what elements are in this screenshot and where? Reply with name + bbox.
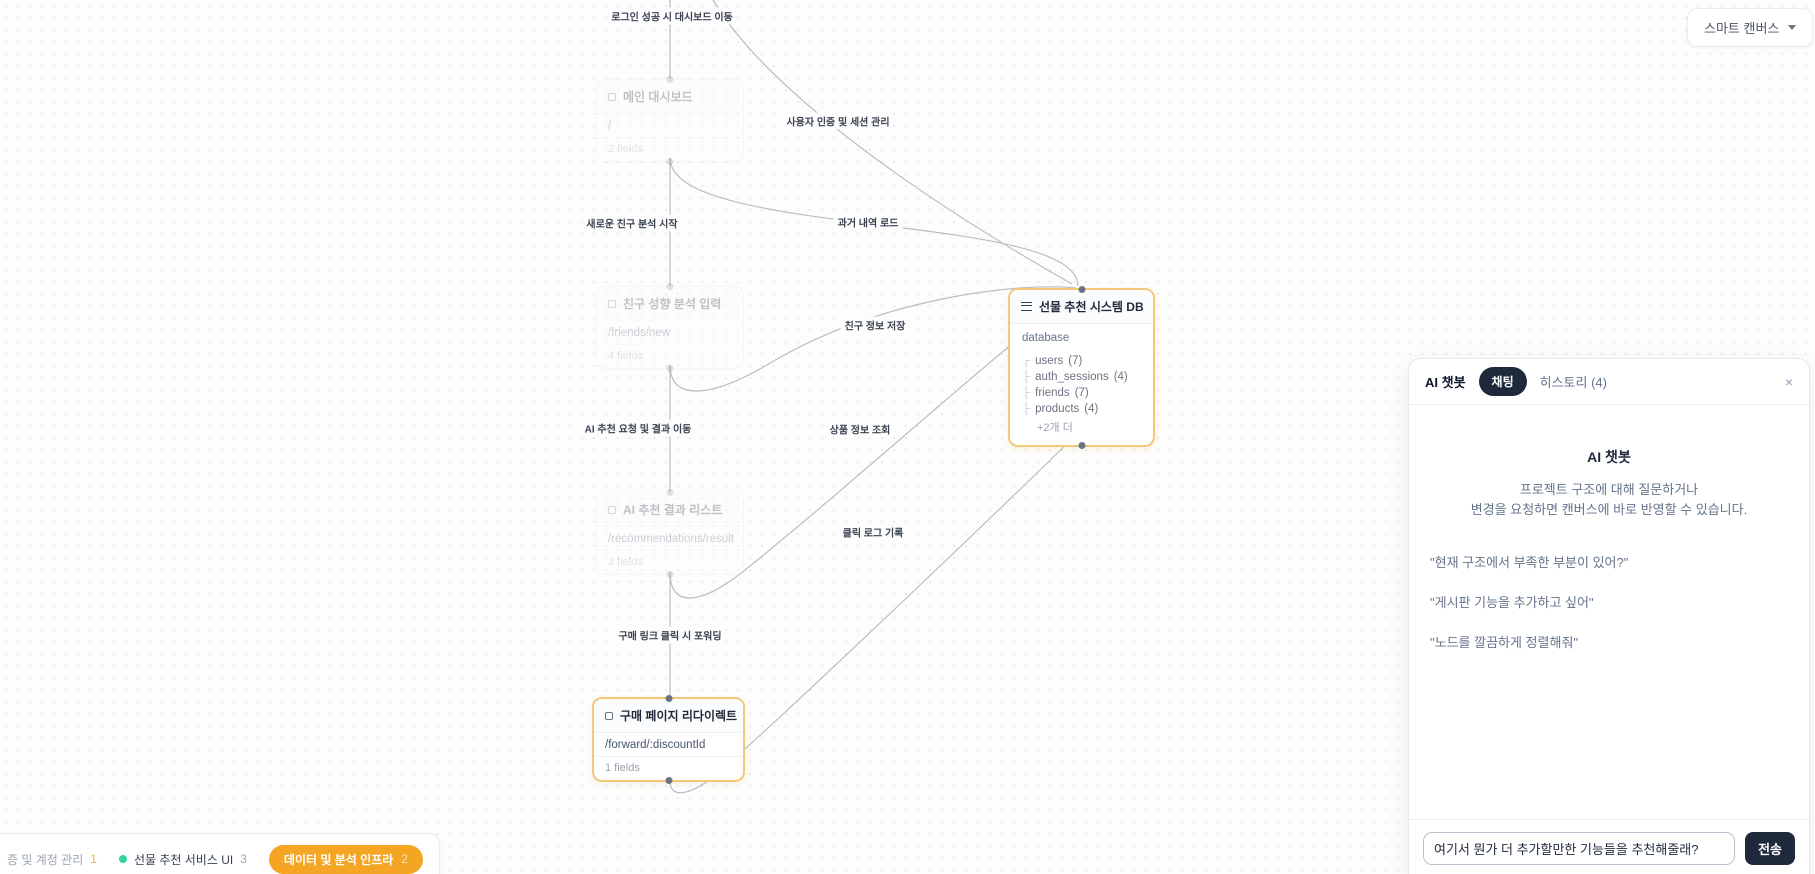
node-purchase-redirect[interactable]: 구매 페이지 리다이렉트 /forward/:discountId 1 fiel…: [592, 695, 745, 784]
chat-panel-title: AI 챗봇: [1425, 375, 1466, 390]
chat-empty-state: AI 챗봇 프로젝트 구조에 대해 질문하거나 변경을 요청하면 캔버스에 바로…: [1409, 405, 1809, 819]
node-path: /: [597, 114, 743, 138]
group-count: 1: [90, 852, 97, 866]
tree-branch-icon: ├: [1022, 403, 1031, 415]
edge-label-product-lookup: 상품 정보 조회: [825, 420, 895, 438]
node-main-dashboard[interactable]: 메인 대시보드 / 2 fields: [596, 76, 744, 165]
node-title: AI 추천 결과 리스트: [623, 503, 723, 517]
db-table-row: ├ products (4): [1022, 401, 1141, 417]
node-fields: 3 fields: [608, 556, 643, 568]
ai-chat-panel: AI 챗봇 채팅 히스토리 (4) × AI 챗봇 프로젝트 구조에 대해 질문…: [1408, 358, 1810, 874]
node-title: 메인 대시보드: [623, 90, 693, 104]
tree-branch-icon: ├: [1022, 387, 1031, 399]
db-table-row: ├ friends (7): [1022, 385, 1141, 401]
tree-branch-icon: ┌: [1022, 355, 1031, 367]
chat-message-input[interactable]: [1423, 832, 1736, 865]
database-menu-icon: [1021, 302, 1032, 311]
db-table-name: products: [1035, 403, 1080, 415]
db-type-label: database: [1022, 332, 1070, 344]
group-chip-data-infra-selected[interactable]: 데이터 및 분석 인프라 2: [268, 844, 423, 874]
db-table-name: users: [1035, 355, 1064, 367]
edge-label-save-friend-info: 친구 정보 저장: [840, 316, 910, 334]
node-handle-bottom[interactable]: [666, 158, 674, 165]
db-more-tables[interactable]: +2개 더: [1037, 422, 1073, 434]
node-handle-top[interactable]: [666, 283, 674, 290]
group-label: 선물 추천 서비스 UI: [133, 852, 234, 867]
node-handle-bottom[interactable]: [666, 571, 674, 578]
group-count: 2: [401, 852, 408, 866]
chat-panel-header: AI 챗봇 채팅 히스토리 (4) ×: [1409, 359, 1809, 405]
page-icon: [605, 711, 613, 720]
db-table-count: (7): [1074, 387, 1089, 399]
db-table-count: (4): [1084, 403, 1099, 415]
node-path: /forward/:discountId: [594, 733, 743, 757]
db-table-name: friends: [1035, 387, 1070, 399]
page-icon: [608, 92, 616, 101]
node-fields: 2 fields: [608, 143, 643, 155]
edge-label-auth-session: 사용자 인증 및 세션 관리: [782, 112, 894, 130]
group-label: 데이터 및 분석 인프라: [283, 852, 394, 867]
node-fields: 4 fields: [608, 350, 643, 362]
db-table-count: (7): [1068, 355, 1083, 367]
close-icon[interactable]: ×: [1784, 373, 1793, 390]
group-chip-account[interactable]: 증 및 계정 관리 1: [7, 851, 97, 868]
group-color-dot-icon: [118, 855, 127, 863]
node-handle-bottom[interactable]: [665, 777, 672, 784]
node-handle-bottom[interactable]: [666, 365, 674, 372]
node-gift-recommendation-db[interactable]: 선물 추천 시스템 DB database ┌ users (7) ├ auth…: [1008, 286, 1155, 449]
node-handle-top[interactable]: [666, 489, 674, 496]
suggestion-item[interactable]: "노드를 깔끔하게 정렬해줘": [1430, 635, 1579, 650]
canvas-mode-dropdown[interactable]: 스마트 캔버스: [1687, 8, 1814, 47]
description-line-1: 프로젝트 구조에 대해 질문하거나: [1519, 482, 1699, 497]
node-header: 선물 추천 시스템 DB: [1010, 290, 1153, 324]
edge-label-click-log: 클릭 로그 기록: [838, 523, 908, 541]
db-table-count: (4): [1113, 371, 1128, 383]
tab-chat[interactable]: 채팅: [1478, 367, 1527, 396]
node-header: 친구 성향 분석 입력: [597, 287, 743, 321]
node-header: 구매 페이지 리다이렉트: [594, 699, 743, 733]
node-handle-top[interactable]: [666, 76, 674, 83]
group-count: 3: [240, 852, 247, 866]
node-path: /friends/new: [597, 321, 743, 345]
suggestion-list: "현재 구조에서 부족한 부분이 있어?" "게시판 기능을 추가하고 싶어" …: [1409, 552, 1809, 651]
group-toolbar: 증 및 계정 관리 1 선물 추천 서비스 UI 3 데이터 및 분석 인프라 …: [0, 833, 440, 874]
page-icon: [608, 299, 616, 308]
db-table-name: auth_sessions: [1035, 371, 1109, 383]
tab-history[interactable]: 히스토리 (4): [1540, 372, 1607, 391]
description-line-2: 변경을 요청하면 캔버스에 바로 반영할 수 있습니다.: [1470, 502, 1748, 517]
node-handle-top[interactable]: [1078, 286, 1085, 293]
node-title: 친구 성향 분석 입력: [623, 297, 722, 311]
node-header: AI 추천 결과 리스트: [597, 493, 743, 527]
tree-branch-icon: ├: [1022, 371, 1031, 383]
node-handle-bottom[interactable]: [1078, 442, 1085, 449]
node-handle-top[interactable]: [665, 695, 672, 702]
empty-state-description: 프로젝트 구조에 대해 질문하거나 변경을 요청하면 캔버스에 바로 반영할 수…: [1409, 480, 1809, 520]
node-title: 선물 추천 시스템 DB: [1039, 300, 1144, 314]
edge-label-load-history: 과거 내역 로드: [833, 213, 903, 231]
suggestion-item[interactable]: "게시판 기능을 추가하고 싶어": [1430, 595, 1594, 610]
group-label: 증 및 계정 관리: [7, 852, 84, 867]
node-fields: 1 fields: [605, 762, 640, 774]
chevron-down-icon: [1788, 25, 1797, 30]
node-path: /recommendations/result: [597, 527, 743, 551]
node-header: 메인 대시보드: [597, 80, 743, 114]
chat-input-bar: 전송: [1409, 819, 1809, 874]
node-ai-result-list[interactable]: AI 추천 결과 리스트 /recommendations/result 3 f…: [596, 489, 744, 578]
edge-label-login-to-dashboard: 로그인 성공 시 대시보드 이동: [607, 7, 737, 25]
canvas-mode-label: 스마트 캔버스: [1704, 21, 1780, 36]
send-button[interactable]: 전송: [1745, 832, 1795, 865]
node-title: 구매 페이지 리다이렉트: [620, 709, 738, 723]
db-body: database ┌ users (7) ├ auth_sessions (4)…: [1010, 324, 1153, 445]
db-table-row: ┌ users (7): [1022, 353, 1141, 369]
empty-state-heading: AI 챗봇: [1587, 449, 1631, 465]
group-chip-gift-service-ui[interactable]: 선물 추천 서비스 UI 3: [118, 851, 247, 868]
suggestion-item[interactable]: "현재 구조에서 부족한 부분이 있어?": [1430, 555, 1629, 570]
edge-label-new-friend-analysis: 새로운 친구 분석 시작: [582, 214, 682, 232]
page-icon: [608, 505, 616, 514]
node-friend-analysis-input[interactable]: 친구 성향 분석 입력 /friends/new 4 fields: [596, 283, 744, 372]
db-table-row: ├ auth_sessions (4): [1022, 369, 1141, 385]
edge-label-ai-request-result: AI 추천 요청 및 결과 이동: [580, 419, 696, 437]
edge-label-purchase-forwarding: 구매 링크 클릭 시 포워딩: [614, 626, 726, 644]
